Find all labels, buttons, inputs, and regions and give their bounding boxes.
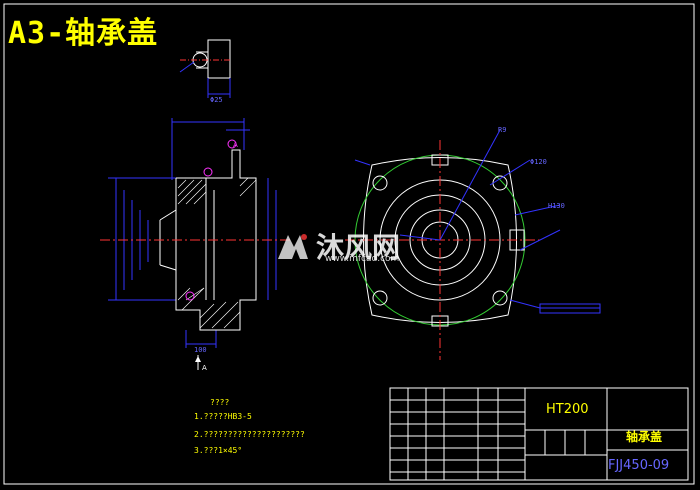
detail-view-top <box>179 39 231 98</box>
svg-text:A: A <box>233 141 238 149</box>
drawing-title: A3-轴承盖 <box>8 16 159 51</box>
title-block <box>389 387 689 481</box>
dim-w100: 100 <box>194 346 207 354</box>
watermark-url: www.mfcad.com <box>325 254 400 264</box>
drawing-number-label: FJJ450-09 <box>608 458 670 473</box>
dim-r: R9 <box>498 126 507 134</box>
note-line-1: 1.?????HB3-5 <box>194 412 252 421</box>
dim-d120: Φ120 <box>530 158 547 166</box>
part-name-label: 轴承盖 <box>626 430 663 444</box>
section-marker: A <box>202 364 207 372</box>
drawing-frame <box>3 3 695 485</box>
dim-h130: H130 <box>548 202 565 210</box>
section-view: A <box>100 118 290 370</box>
dim-d25: Φ25 <box>210 96 223 104</box>
material-label: HT200 <box>546 402 589 417</box>
front-view <box>345 129 601 360</box>
watermark: 沐风网 <box>276 226 400 266</box>
note-line-2: 2.????????????????????? <box>194 430 305 439</box>
watermark-logo-icon <box>278 234 308 259</box>
watermark-brand: 沐风网 <box>316 231 401 264</box>
notes-heading: ???? <box>210 398 230 407</box>
note-line-3: 3.???1×45° <box>194 446 243 455</box>
